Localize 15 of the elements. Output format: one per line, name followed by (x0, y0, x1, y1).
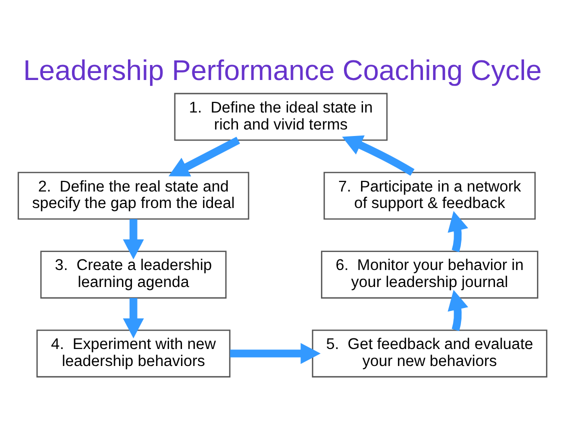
arrow (230, 343, 321, 364)
arrow (448, 290, 468, 332)
node-box: 4. Experiment with new leadership behaviors (36, 330, 230, 378)
node-box: 7. Participate in a network of support & feedback (324, 172, 536, 220)
arrow (122, 219, 144, 260)
arrow (122, 298, 144, 338)
arrow (448, 210, 468, 252)
arrow (168, 136, 240, 176)
node-box: 2. Define the real state and specify the gap from the ideal (18, 172, 250, 220)
arrow (342, 135, 414, 176)
diagram-title: Leadership Performance Coaching Cycle (23, 55, 542, 88)
node-box: 6. Monitor your behavior in your leadership journal (320, 250, 538, 299)
node-box: 3. Create a leadership learning agenda (40, 250, 227, 299)
node-box: 5. Get feedback and evaluate your new behaviors (312, 330, 548, 378)
node-box: 1. Define the ideal state in rich and vivid terms (174, 92, 388, 141)
